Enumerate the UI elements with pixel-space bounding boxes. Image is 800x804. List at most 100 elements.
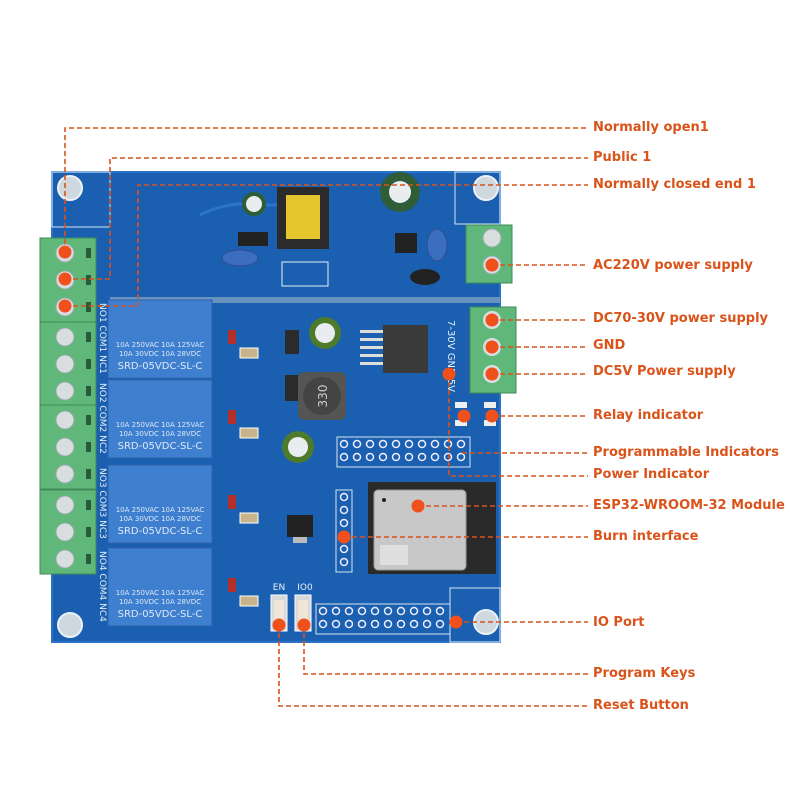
relay-terminal-block <box>39 404 97 490</box>
relay-rating-2: 10A 30VDC 10A 28VDC <box>119 430 201 438</box>
relay-rating-2: 10A 30VDC 10A 28VDC <box>119 350 201 358</box>
header-pin <box>339 557 349 567</box>
header-pin <box>378 439 388 449</box>
header-pin <box>422 606 432 616</box>
callout-program-keys: Program Keys <box>593 666 696 681</box>
callout-dot-icon <box>58 299 72 313</box>
header-pin <box>396 606 406 616</box>
callout-leader-line <box>64 127 588 252</box>
mount-hole-icon <box>473 609 499 635</box>
header-pin <box>331 619 341 629</box>
inductor-label: 330 <box>316 385 330 408</box>
header-pin <box>404 439 414 449</box>
relay-terminal-label: NO4 COM4 NC4 <box>97 551 107 622</box>
relay-rating-1: 10A 250VAC 10A 125VAC <box>116 506 205 514</box>
header-pin <box>357 606 367 616</box>
esp32-module-icon <box>368 482 496 574</box>
inductor-icon: 330 <box>298 372 346 420</box>
header-pin <box>396 619 406 629</box>
callout-ac220v: AC220V power supply <box>593 258 753 273</box>
header-pin <box>331 606 341 616</box>
callout-burn-interface: Burn interface <box>593 529 699 544</box>
header-pin <box>352 439 362 449</box>
transformer-icon <box>277 187 329 249</box>
header-pin <box>383 619 393 629</box>
header-pin <box>339 544 349 554</box>
callout-normally-closed-1: Normally closed end 1 <box>593 177 756 192</box>
callout-gnd: GND <box>593 338 626 353</box>
callout-dot-icon <box>485 340 499 354</box>
relay-terminal-block <box>39 321 97 407</box>
regulator-icon <box>360 325 428 373</box>
header-pin <box>365 439 375 449</box>
header-pin <box>383 606 393 616</box>
ac-terminal-block <box>465 224 513 284</box>
callout-leader-line <box>448 374 588 477</box>
callout-dot-icon <box>297 618 311 632</box>
capacitor-icon <box>242 192 266 216</box>
en-label: EN <box>273 583 285 593</box>
header-pin <box>417 439 427 449</box>
header-pin <box>318 606 328 616</box>
relay-terminal-block <box>39 489 97 575</box>
header-pin <box>417 452 427 462</box>
callout-dot-icon <box>272 618 286 632</box>
capacitor-icon <box>309 317 341 349</box>
relay-model: SRD-05VDC-SL-C <box>118 609 203 620</box>
header-pin <box>409 606 419 616</box>
relay-rating-1: 10A 250VAC 10A 125VAC <box>116 421 205 429</box>
callout-dc5v: DC5V Power supply <box>593 364 736 379</box>
header-pin <box>339 452 349 462</box>
callout-leader-line <box>65 184 588 307</box>
callout-dot-icon <box>442 367 456 381</box>
callout-programmable-indicators: Programmable Indicators <box>593 445 779 460</box>
callout-dot-icon <box>58 245 72 259</box>
callout-leader-line <box>278 625 588 707</box>
header-pin <box>443 452 453 462</box>
header-pin <box>409 619 419 629</box>
relay-terminal-label: NO2 COM2 NC2 <box>97 383 107 454</box>
relay-model: SRD-05VDC-SL-C <box>118 441 203 452</box>
callout-relay-indicator: Relay indicator <box>593 408 704 423</box>
header-pin <box>443 439 453 449</box>
mount-hole-icon <box>57 175 83 201</box>
header-pin <box>357 619 367 629</box>
header-pin <box>430 439 440 449</box>
header-pin <box>318 619 328 629</box>
power-terminal-label: 7-30V GND 5V <box>445 320 456 392</box>
header-pin <box>456 439 466 449</box>
callout-dc7-30v: DC70-30V power supply <box>593 311 769 326</box>
header-pin <box>365 452 375 462</box>
mount-hole-icon <box>473 175 499 201</box>
callout-dot-icon <box>449 615 463 629</box>
header-pin <box>344 606 354 616</box>
header-pin <box>404 452 414 462</box>
header-pin <box>339 518 349 528</box>
callout-reset-button: Reset Button <box>593 698 689 713</box>
relay-rating-2: 10A 30VDC 10A 28VDC <box>119 515 201 523</box>
header-pin <box>370 606 380 616</box>
relay-model: SRD-05VDC-SL-C <box>118 361 203 372</box>
relay-rating-2: 10A 30VDC 10A 28VDC <box>119 598 201 606</box>
header-pin <box>378 452 388 462</box>
header-pin <box>422 619 432 629</box>
relay-rating-1: 10A 250VAC 10A 125VAC <box>116 341 205 349</box>
callout-dot-icon <box>58 272 72 286</box>
header-pin <box>339 505 349 515</box>
callout-dot-icon <box>485 258 499 272</box>
io0-label: IO0 <box>297 583 313 593</box>
callout-io-port: IO Port <box>593 615 645 630</box>
callout-dot-icon <box>485 367 499 381</box>
header-pin <box>339 492 349 502</box>
header-pin <box>352 452 362 462</box>
callout-normally-open-1: Normally open1 <box>593 120 709 135</box>
callout-dot-icon <box>457 409 471 423</box>
header-pin <box>435 606 445 616</box>
capacitor-icon <box>282 431 314 463</box>
